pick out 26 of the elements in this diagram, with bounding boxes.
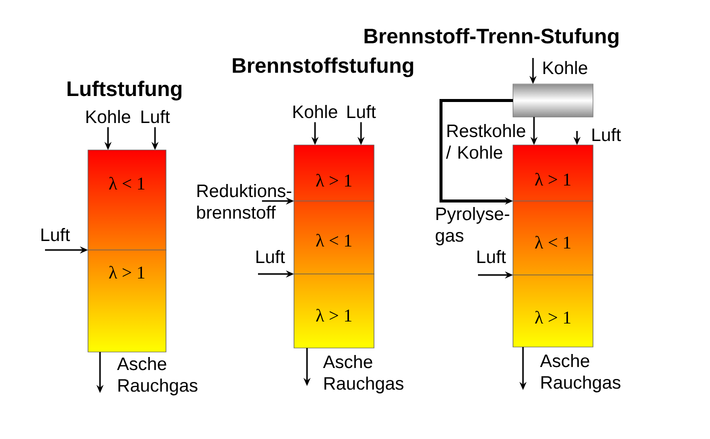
edge-label: Kohle xyxy=(543,61,588,74)
edge-label: Asche Rauchgas xyxy=(540,354,620,392)
feed-label: Kohle xyxy=(293,104,338,118)
reactor-box xyxy=(512,84,594,118)
edge-label: Luft xyxy=(477,250,506,264)
combustion-zone: λ > 1 xyxy=(294,144,374,202)
edge-label: Asche Rauchgas xyxy=(323,354,404,394)
edge-label: Reduktions- brennstoff xyxy=(197,184,292,219)
combustion-zone: λ > 1 xyxy=(512,144,594,202)
combustion-zone: λ > 1 xyxy=(294,274,374,348)
edge-label: Pyrolyse- gas xyxy=(436,207,510,246)
feed-label: Kohle xyxy=(86,110,130,124)
feed-label: Luft xyxy=(141,110,170,124)
combustion-zone: λ > 1 xyxy=(512,274,594,348)
combustion-zone: λ < 1 xyxy=(294,200,374,274)
edge-label: Luft xyxy=(592,128,621,142)
combustion-zone: λ < 1 xyxy=(88,150,166,250)
edge-label: Asche Rauchgas xyxy=(117,356,198,396)
feed-label: Luft xyxy=(347,104,376,118)
combustion-zone: λ < 1 xyxy=(512,200,594,276)
edge-label: Luft xyxy=(256,250,285,264)
edge-label: Luft xyxy=(41,228,70,242)
column-title: Brennstoff-Trenn-Stufung xyxy=(364,28,618,48)
combustion-zone: λ > 1 xyxy=(88,250,166,352)
column-title: Luftstufung xyxy=(68,80,182,100)
column-title: Brennstoffstufung xyxy=(232,57,414,78)
